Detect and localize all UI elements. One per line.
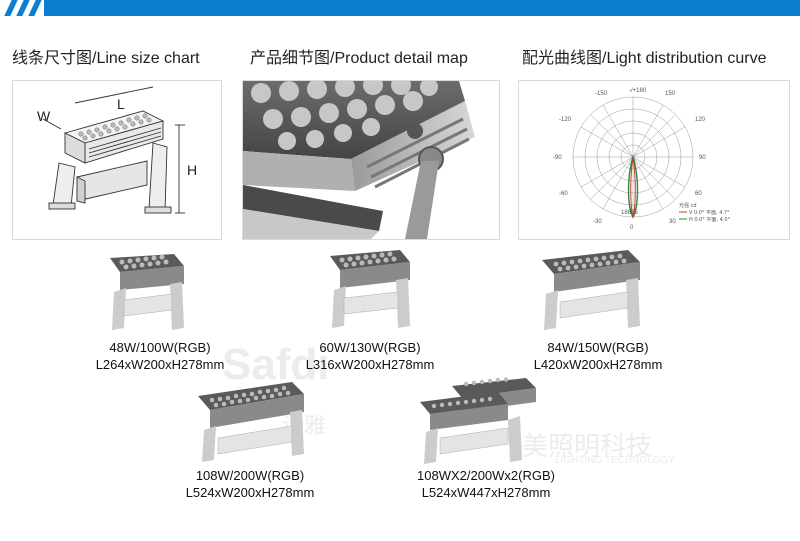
length-label: L <box>117 96 125 112</box>
product-size-4: L524xW200xH278mm <box>185 485 315 500</box>
angle-label: 120 <box>695 117 706 123</box>
banner-stripe <box>28 0 42 16</box>
angle-label: 60 <box>695 191 702 197</box>
light-distribution-panel: -150 -/+180 150 -120 120 -90 90 -60 60 -… <box>518 80 790 240</box>
legend-h: H 0.0° 平面, 4.0° <box>689 217 731 223</box>
watermark-brand: Safdi <box>222 340 330 389</box>
angle-label: -120 <box>559 117 572 123</box>
product-image-1 <box>110 254 184 330</box>
product-size-5: L524xW447xH278mm <box>421 485 551 500</box>
product-image-4 <box>198 382 304 462</box>
product-power-5: 108WX2/200Wx2(RGB) <box>417 468 555 483</box>
curve-v <box>630 156 636 219</box>
line-size-panel: W L H <box>12 80 222 240</box>
line-size-title: 线条尺寸图/Line size chart <box>12 50 200 67</box>
polar-chart: -150 -/+180 150 -120 120 -90 90 -60 60 -… <box>553 88 731 231</box>
product-size-2: L316xW200xH278mm <box>305 357 435 372</box>
banner-stripe <box>16 0 30 16</box>
watermark-cn-b: 美照明科技 <box>522 432 653 462</box>
product-power-2: 60W/130W(RGB) <box>319 340 421 355</box>
legend-v: V 0.0° 平面, 4.7° <box>689 210 730 216</box>
angle-label: 90 <box>699 155 706 161</box>
angle-label: 150 <box>665 91 676 97</box>
angle-label: -30 <box>593 219 602 225</box>
watermark-en: LIGHTING TECHNOLOGY <box>555 455 675 466</box>
product-detail-panel <box>242 80 500 240</box>
scale-value: 18655 <box>621 210 638 216</box>
product-image-5 <box>420 377 536 464</box>
product-power-3: 84W/150W(RGB) <box>547 340 649 355</box>
product-size-3: L420xW200xH278mm <box>533 357 663 372</box>
angle-label: 30 <box>669 219 676 225</box>
product-image-3 <box>542 250 640 330</box>
top-banner-bar <box>0 0 800 16</box>
light-distribution-title: 配光曲线图/Light distribution curve <box>522 50 767 67</box>
detail-photo <box>243 81 475 239</box>
angle-label: 0 <box>630 225 634 231</box>
height-label: H <box>187 162 197 178</box>
angle-label: -60 <box>559 191 568 197</box>
banner-stripe <box>4 0 18 16</box>
width-label: W <box>37 108 51 124</box>
product-size-1: L264xW200xH278mm <box>95 357 225 372</box>
angle-label: -90 <box>553 155 562 161</box>
product-power-4: 108W/200W(RGB) <box>195 468 305 483</box>
dimension-drawing: W L H <box>37 86 197 214</box>
angle-label: -150 <box>595 91 608 97</box>
product-image-2 <box>330 250 410 328</box>
legend-units: 光强 cd <box>679 202 697 209</box>
product-detail-title: 产品细节图/Product detail map <box>250 50 468 67</box>
banner-fill <box>44 0 800 16</box>
product-power-1: 48W/100W(RGB) <box>109 340 211 355</box>
angle-label: -/+180 <box>629 88 647 94</box>
